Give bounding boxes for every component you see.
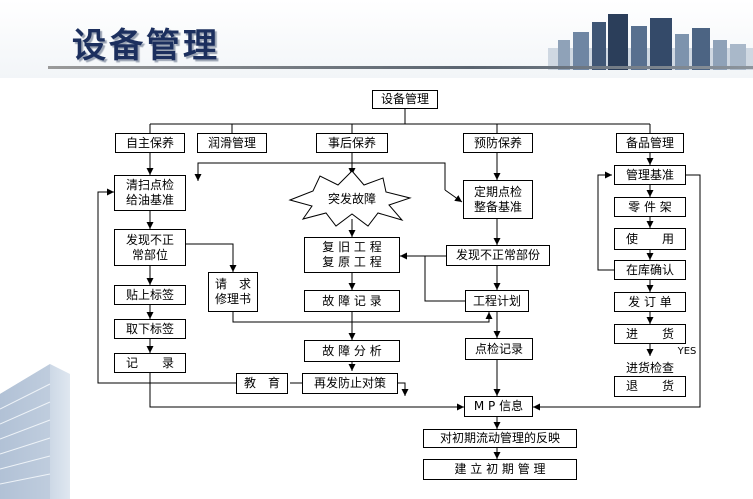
node-self-maintenance: 自主保养 — [115, 133, 185, 153]
building-decoration — [0, 364, 70, 499]
node-request-repair: 请 求 修理书 — [208, 272, 258, 312]
label-yes: YES — [677, 346, 697, 357]
page-title: 设备管理 — [72, 26, 220, 66]
node-failure-record: 故 障 记 录 — [304, 290, 400, 312]
node-inspection-record: 点检记录 — [465, 338, 533, 360]
node-mp-info: M P 信息 — [464, 396, 533, 417]
node-lubrication: 润滑管理 — [197, 133, 267, 153]
node-parts-rack: 零 件 架 — [614, 197, 686, 217]
node-attach-tag: 贴上标签 — [114, 285, 186, 305]
node-clean-inspect: 清扫点检 给油基准 — [114, 175, 186, 211]
node-incoming-inspection: 进货检查 — [625, 361, 674, 375]
node-remove-tag: 取下标签 — [114, 319, 186, 339]
node-restore: 复 旧 工 程 复 原 工 程 — [304, 237, 400, 273]
node-education: 教 育 — [236, 373, 288, 394]
node-find-abnormal: 发现不正 常部位 — [114, 229, 186, 266]
node-found-abnormal-part: 发现不正常部份 — [446, 245, 550, 266]
node-establish: 建 立 初 期 管 理 — [423, 459, 577, 480]
node-work-plan: 工程计划 — [465, 290, 529, 312]
node-periodic-inspection: 定期点检 整备基准 — [463, 180, 533, 219]
node-failure-analysis: 故 障 分 析 — [304, 340, 400, 362]
title-rule — [48, 66, 753, 69]
node-use: 使 用 — [614, 228, 686, 250]
node-management-standard: 管理基准 — [614, 165, 686, 185]
node-sudden-failure: 突发故障 — [327, 192, 376, 206]
node-return-goods: 退 货 — [614, 376, 686, 397]
skyline-decoration — [548, 14, 753, 70]
node-record: 记 录 — [114, 353, 186, 373]
node-spare-parts: 备品管理 — [616, 133, 684, 153]
starburst-shape — [288, 170, 412, 227]
node-receive-goods: 进 货 — [614, 324, 686, 344]
node-root: 设备管理 — [372, 90, 438, 109]
node-feedback: 对初期流动管理的反映 — [423, 429, 577, 448]
node-place-order: 发 订 单 — [614, 292, 686, 312]
node-recurrence-prevention: 再发防止对策 — [302, 373, 398, 394]
node-stock-confirm: 在库确认 — [614, 260, 686, 280]
node-preventive-maintenance: 预防保养 — [463, 133, 533, 153]
node-breakdown-maintenance: 事后保养 — [316, 133, 388, 153]
